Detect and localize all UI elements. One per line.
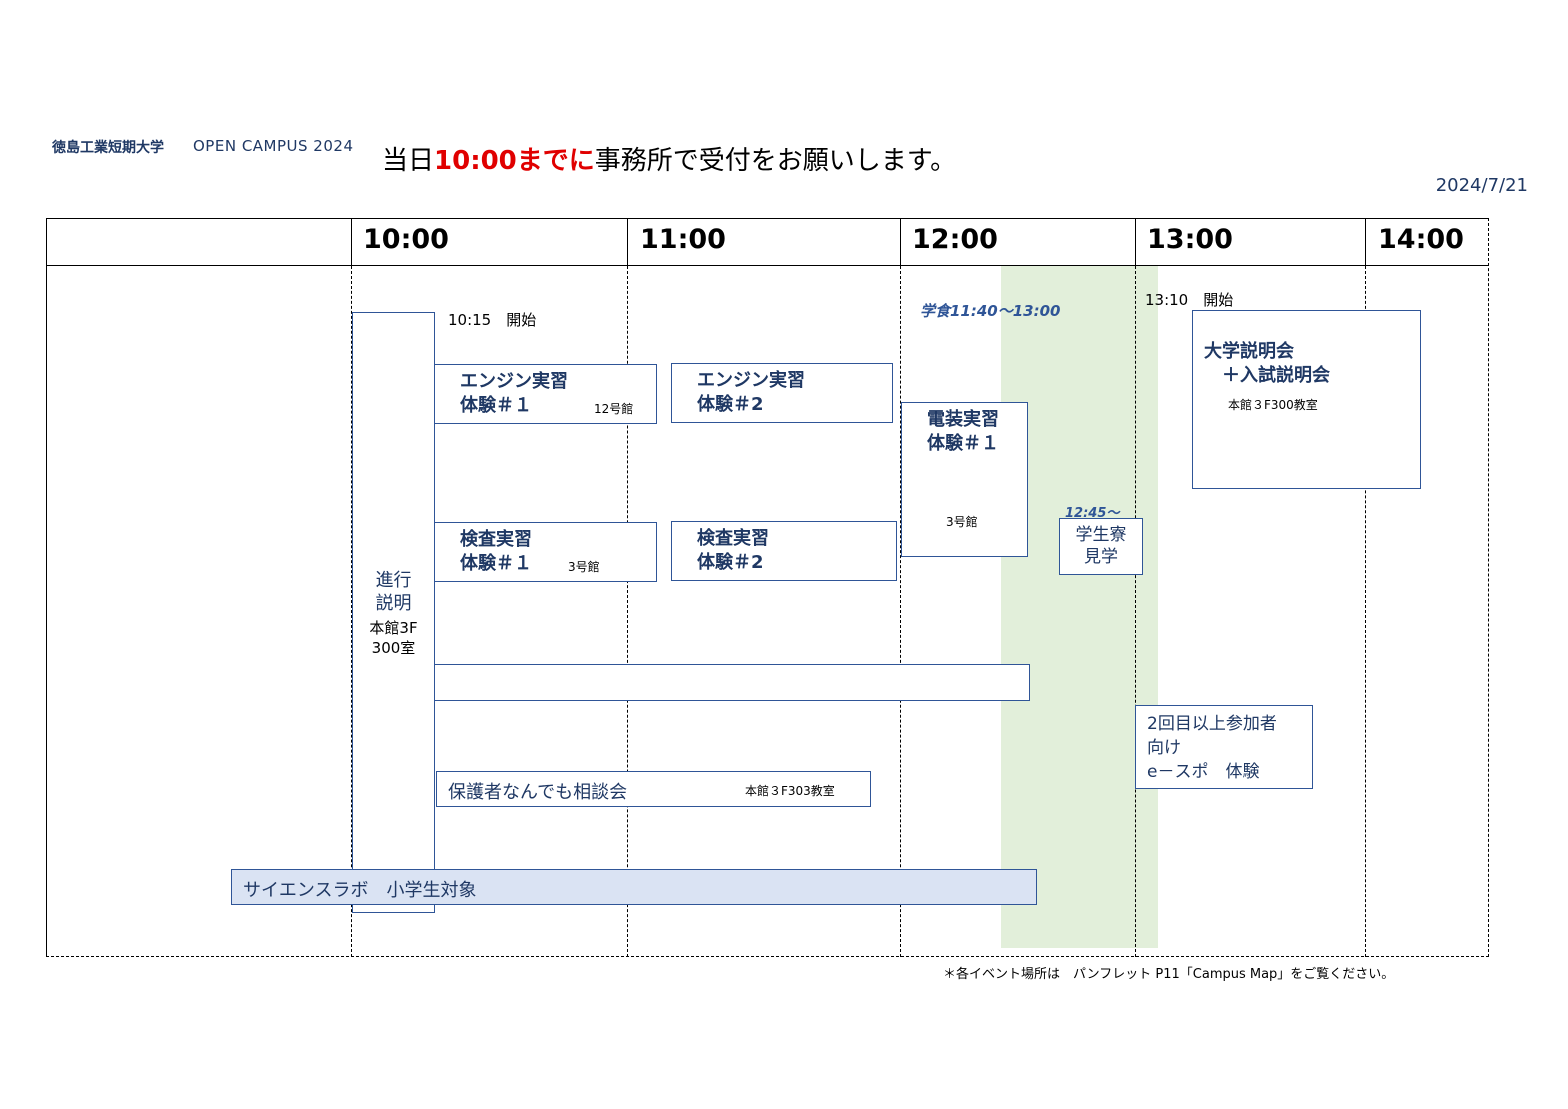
event-dorm-tour bbox=[1059, 518, 1143, 575]
science-lab-title: サイエンスラボ 小学生対象 bbox=[243, 880, 477, 901]
time-label-1400: 14:00 bbox=[1378, 224, 1464, 255]
time-label-1100: 11:00 bbox=[640, 224, 726, 255]
lunch-period-band bbox=[1001, 266, 1158, 948]
inspection-1-location: 3号館 bbox=[568, 560, 600, 574]
electrical-1-title: 電装実習 体験＃１ bbox=[927, 409, 999, 454]
parents-consultation-title: 保護者なんでも相談会 bbox=[448, 782, 628, 803]
event-university-briefing bbox=[1192, 310, 1421, 489]
footnote: ＊各イベント場所は パンフレット P11「Campus Map」をご覧ください。 bbox=[943, 967, 1395, 982]
progress-explanation-bar bbox=[352, 312, 435, 913]
hour-gridline bbox=[900, 266, 901, 957]
event-science-lab bbox=[231, 869, 1037, 905]
hour-gridline bbox=[1135, 266, 1136, 957]
engine-2-title: エンジン実習 体験＃2 bbox=[697, 370, 805, 415]
time-label-1200: 12:00 bbox=[912, 224, 998, 255]
engine-1-location: 12号館 bbox=[594, 402, 634, 416]
event-electrical-1 bbox=[901, 402, 1028, 557]
schedule-grid bbox=[46, 218, 1489, 957]
event-parents-consultation bbox=[436, 771, 871, 807]
event-esports bbox=[1135, 705, 1313, 789]
start-time-1015: 10:15 開始 bbox=[448, 311, 537, 329]
hour-gridline bbox=[627, 266, 628, 957]
university-briefing-title: 大学説明会 ＋入試説明会 bbox=[1204, 341, 1330, 386]
dorm-tour-time: 12:45～ bbox=[1065, 506, 1120, 521]
header-row-divider bbox=[46, 265, 1489, 266]
inspection-2-title: 検査実習 体験＃2 bbox=[697, 528, 769, 573]
header-col-divider bbox=[351, 218, 352, 266]
university-briefing-location: 本館３F300教室 bbox=[1228, 398, 1318, 412]
time-label-1300: 13:00 bbox=[1147, 224, 1233, 255]
event-empty-slot bbox=[434, 664, 1030, 701]
engine-1-title: エンジン実習 体験＃１ bbox=[460, 371, 568, 416]
dorm-tour-title: 学生寮 見学 bbox=[1075, 525, 1127, 567]
event-inspection-2 bbox=[671, 521, 897, 581]
hour-gridline bbox=[1365, 266, 1366, 957]
header-col-divider bbox=[1365, 218, 1366, 266]
esports-title: 2回目以上参加者 向け e－スポ 体験 bbox=[1147, 714, 1277, 782]
header-col-divider bbox=[627, 218, 628, 266]
open-campus-title: OPEN CAMPUS 2024 bbox=[193, 137, 354, 155]
reception-notice: 当日10:00までに事務所で受付をお願いします。 bbox=[382, 140, 956, 177]
school-name: 徳島工業短期大学 bbox=[52, 140, 164, 156]
hour-gridline bbox=[351, 266, 352, 957]
parents-consultation-location: 本館３F303教室 bbox=[745, 784, 835, 798]
progress-explanation-location: 本館3F 300室 bbox=[369, 619, 418, 657]
notice-prefix: 当日 bbox=[382, 146, 435, 176]
start-time-1310: 13:10 開始 bbox=[1145, 291, 1234, 309]
notice-suffix: 事務所で受付をお願いします。 bbox=[594, 146, 957, 176]
header-col-divider bbox=[1135, 218, 1136, 266]
notice-deadline: 10:00までに bbox=[434, 146, 595, 176]
electrical-1-location: 3号館 bbox=[946, 515, 978, 529]
cafeteria-hours: 学食11:40～13:00 bbox=[920, 302, 1061, 320]
progress-explanation-title: 進行 説明 bbox=[375, 570, 412, 614]
event-engine-1 bbox=[434, 364, 657, 424]
event-engine-2 bbox=[671, 363, 893, 423]
time-label-1000: 10:00 bbox=[363, 224, 449, 255]
header-col-divider bbox=[900, 218, 901, 266]
inspection-1-title: 検査実習 体験＃１ bbox=[460, 529, 532, 574]
event-inspection-1 bbox=[434, 522, 657, 582]
event-date: 2024/7/21 bbox=[1435, 175, 1528, 196]
